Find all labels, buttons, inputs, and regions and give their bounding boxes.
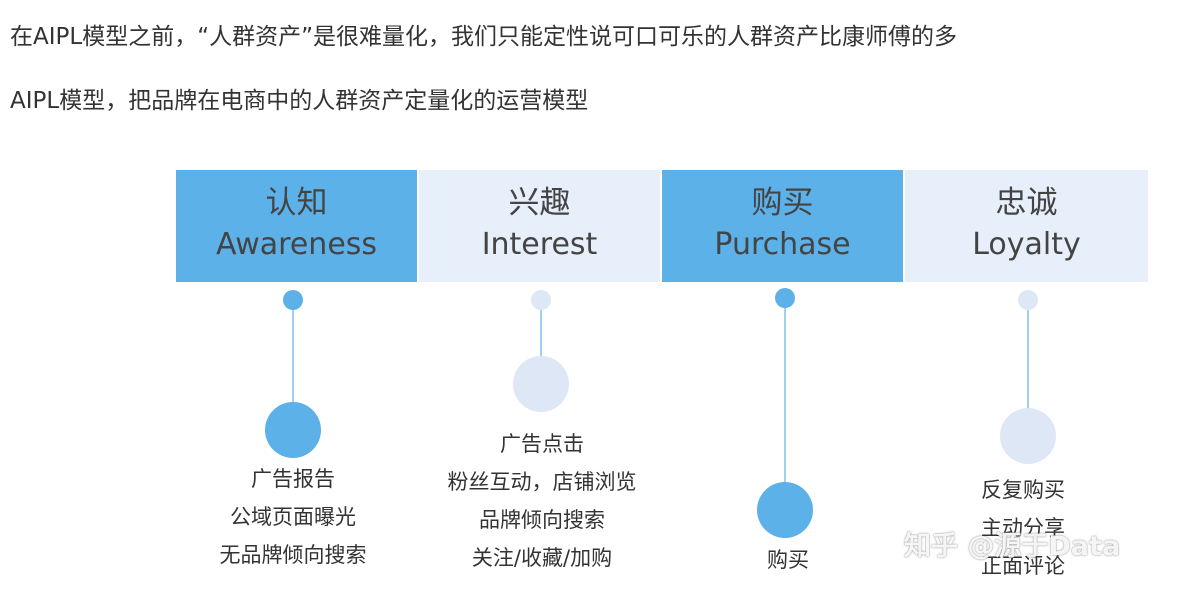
stage-interest-cn: 兴趣 bbox=[508, 185, 571, 221]
interest-actions: 广告点击 粉丝互动，店铺浏览 品牌倾向搜索 关注/收藏/加购 bbox=[417, 425, 667, 577]
action-item: 无品牌倾向搜索 bbox=[219, 543, 367, 567]
stage-loyalty: 忠诚 Loyalty bbox=[905, 170, 1148, 282]
small-dot-purchase bbox=[775, 288, 795, 308]
stage-loyalty-cn: 忠诚 bbox=[995, 185, 1058, 221]
action-item: 品牌倾向搜索 bbox=[479, 508, 605, 532]
intro-line-2: AIPL模型，把品牌在电商中的人群资产定量化的运营模型 bbox=[10, 88, 589, 114]
small-dot-interest bbox=[531, 290, 551, 310]
action-item: 关注/收藏/加购 bbox=[471, 546, 613, 570]
action-item: 购买 bbox=[767, 548, 809, 572]
action-item: 正面评论 bbox=[981, 554, 1065, 578]
stage-awareness-en: Awareness bbox=[215, 227, 378, 262]
stage-purchase: 购买 Purchase bbox=[662, 170, 905, 282]
stage-purchase-cn: 购买 bbox=[751, 185, 814, 221]
action-item: 广告报告 bbox=[251, 467, 335, 491]
small-dot-loyalty bbox=[1018, 290, 1038, 310]
aipl-stage-bar: 认知 Awareness 兴趣 Interest 购买 Purchase 忠诚 … bbox=[176, 170, 1148, 282]
action-item: 主动分享 bbox=[981, 516, 1065, 540]
stage-awareness: 认知 Awareness bbox=[176, 170, 419, 282]
zhihu-watermark: 知乎 @源于Data bbox=[904, 531, 1121, 562]
big-circle-interest bbox=[513, 356, 569, 412]
big-circle-awareness bbox=[265, 402, 321, 458]
awareness-actions: 广告报告 公域页面曝光 无品牌倾向搜索 bbox=[168, 460, 418, 574]
stage-purchase-en: Purchase bbox=[714, 227, 851, 262]
small-dot-awareness bbox=[283, 290, 303, 310]
intro-line-1: 在AIPL模型之前，“人群资产”是很难量化，我们只能定性说可口可乐的人群资产比康… bbox=[10, 24, 958, 50]
stage-interest: 兴趣 Interest bbox=[419, 170, 662, 282]
stage-awareness-cn: 认知 bbox=[265, 185, 328, 221]
action-item: 反复购买 bbox=[981, 478, 1065, 502]
action-item: 广告点击 bbox=[500, 432, 584, 456]
action-item: 粉丝互动，店铺浏览 bbox=[447, 470, 637, 494]
stage-loyalty-en: Loyalty bbox=[972, 227, 1081, 262]
loyalty-actions: 反复购买 主动分享 正面评论 bbox=[898, 471, 1148, 585]
big-circle-purchase bbox=[757, 482, 813, 538]
stage-interest-en: Interest bbox=[481, 227, 598, 262]
big-circle-loyalty bbox=[1000, 408, 1056, 464]
purchase-actions: 购买 bbox=[663, 541, 913, 579]
action-item: 公域页面曝光 bbox=[230, 505, 356, 529]
